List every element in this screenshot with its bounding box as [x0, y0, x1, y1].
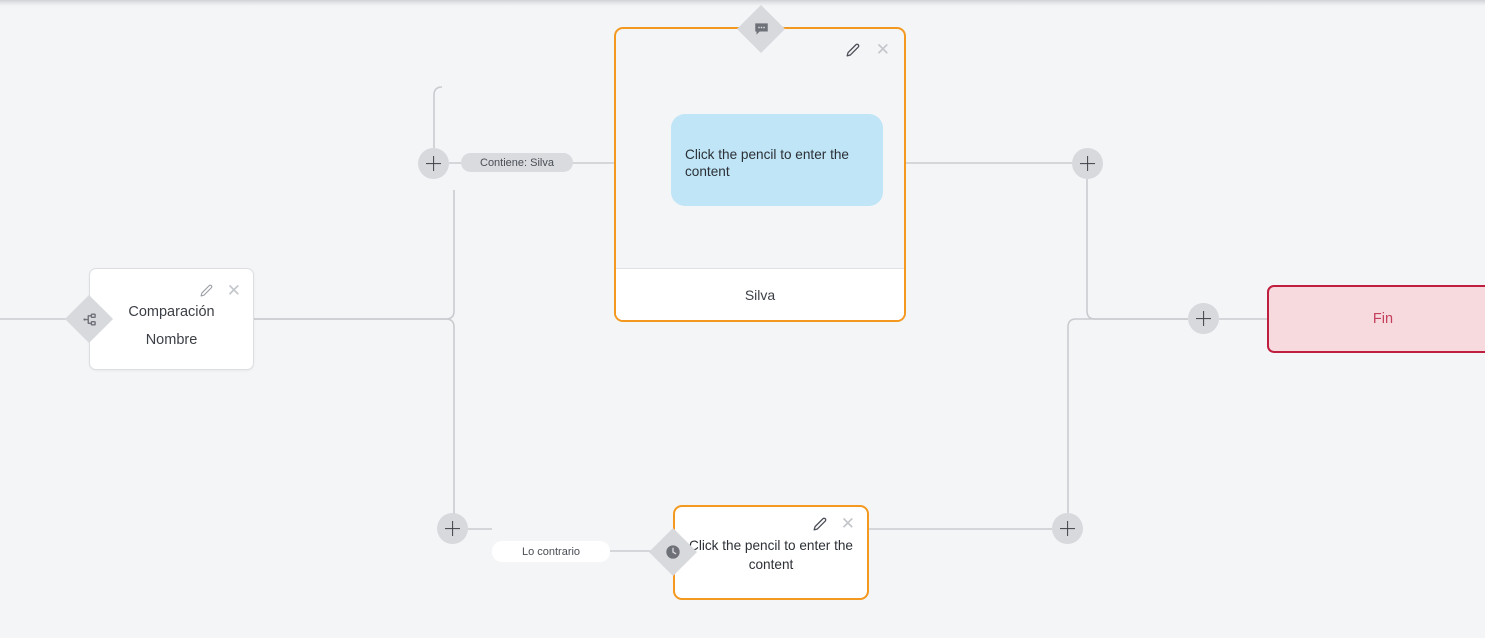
node-message-footer-label: Silva: [744, 286, 776, 303]
node-wait-actions: ✕: [813, 515, 855, 532]
close-icon[interactable]: ✕: [840, 514, 855, 533]
node-comparacion-actions: ✕: [200, 282, 241, 299]
pencil-icon[interactable]: [200, 284, 213, 297]
close-icon[interactable]: ✕: [875, 40, 890, 59]
add-node-before-end[interactable]: [1188, 303, 1219, 334]
node-comparacion-text: Comparación Nombre: [90, 298, 253, 354]
message-bubble: Click the pencil to enter the content: [671, 114, 883, 206]
chat-bubble-icon: [753, 21, 769, 37]
node-wait[interactable]: ✕ Click the pencil to enter the content: [673, 505, 869, 600]
add-node-bottom-right[interactable]: [1052, 513, 1083, 544]
branch-icon: [81, 311, 97, 327]
node-message[interactable]: ✕ Click the pencil to enter the content …: [614, 27, 906, 322]
node-message-actions: ✕: [846, 41, 890, 58]
edge-label-contrario[interactable]: Lo contrario: [492, 541, 610, 562]
node-fin-label: Fin: [1372, 311, 1394, 327]
message-bubble-text: Click the pencil to enter the content: [685, 147, 849, 179]
pencil-icon[interactable]: [846, 43, 860, 57]
top-scroll-shadow: [0, 0, 1485, 7]
clock-icon: [665, 544, 681, 560]
node-comparacion-title: Comparación: [128, 304, 215, 320]
node-wait-text: Click the pencil to enter the content: [689, 538, 853, 572]
close-icon[interactable]: ✕: [226, 281, 241, 300]
node-fin[interactable]: Fin: [1267, 285, 1485, 353]
node-comparacion[interactable]: ✕ Comparación Nombre: [89, 268, 254, 370]
add-node-top-right[interactable]: [1072, 148, 1103, 179]
add-node-bottom-left[interactable]: [437, 513, 468, 544]
edge-label-contiene[interactable]: Contiene: Silva: [461, 153, 573, 172]
message-handle[interactable]: [736, 4, 786, 54]
add-node-top-left[interactable]: [418, 148, 449, 179]
wait-handle[interactable]: [648, 527, 698, 577]
node-message-footer: Silva: [616, 268, 904, 320]
branch-handle[interactable]: [64, 294, 114, 344]
node-comparacion-subtitle: Nombre: [145, 332, 198, 348]
pencil-icon[interactable]: [813, 517, 827, 531]
